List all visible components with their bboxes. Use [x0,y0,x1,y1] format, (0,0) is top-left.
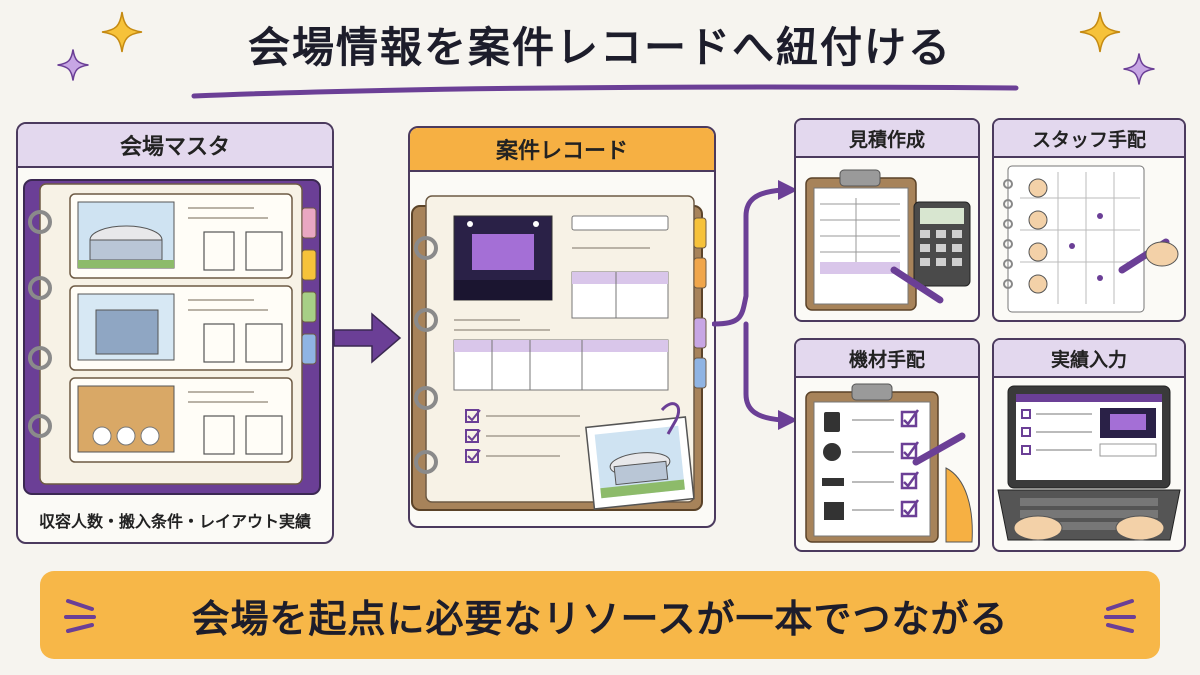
arrow-right-icon [333,312,402,364]
output-staff-label: スタッフ手配 [994,120,1184,158]
venue-master-panel: 会場マスタ [16,122,334,544]
project-record-heading: 案件レコード [410,128,714,172]
sparkle-icon [57,49,89,81]
project-record-panel: 案件レコード [408,126,716,528]
output-equipment-label: 機材手配 [796,340,978,378]
output-results-panel: 実績入力 [992,338,1186,552]
equipment-checklist-illustration [805,383,973,543]
sparkle-icon [1079,11,1121,53]
output-estimate-label: 見積作成 [796,120,978,158]
staff-schedule-illustration [1003,165,1179,313]
summary-banner-text: 会場を起点に必要なリソースが一本でつながる [191,596,1009,641]
venue-binder-illustration [23,179,321,495]
emphasis-marks-icon [1104,599,1136,633]
venue-master-heading: 会場マスタ [18,124,332,168]
summary-banner: 会場を起点に必要なリソースが一本でつながる [40,571,1160,659]
output-results-label: 実績入力 [994,340,1184,378]
page-title: 会場情報を案件レコードへ紐付ける [247,23,952,72]
emphasis-marks-icon [64,599,96,633]
output-equipment-panel: 機材手配 [794,338,980,552]
sparkle-icon [1123,53,1155,85]
output-estimate-panel: 見積作成 [794,118,980,322]
project-binder-illustration [411,195,707,511]
calculator-clipboard-illustration [805,169,971,311]
branch-arrows [712,180,798,430]
sparkle-icon [101,11,143,53]
laptop-illustration [997,385,1181,541]
output-staff-panel: スタッフ手配 [992,118,1186,322]
title-underline [191,84,1019,99]
venue-master-caption: 収容人数・搬入条件・レイアウト実績 [38,512,311,531]
